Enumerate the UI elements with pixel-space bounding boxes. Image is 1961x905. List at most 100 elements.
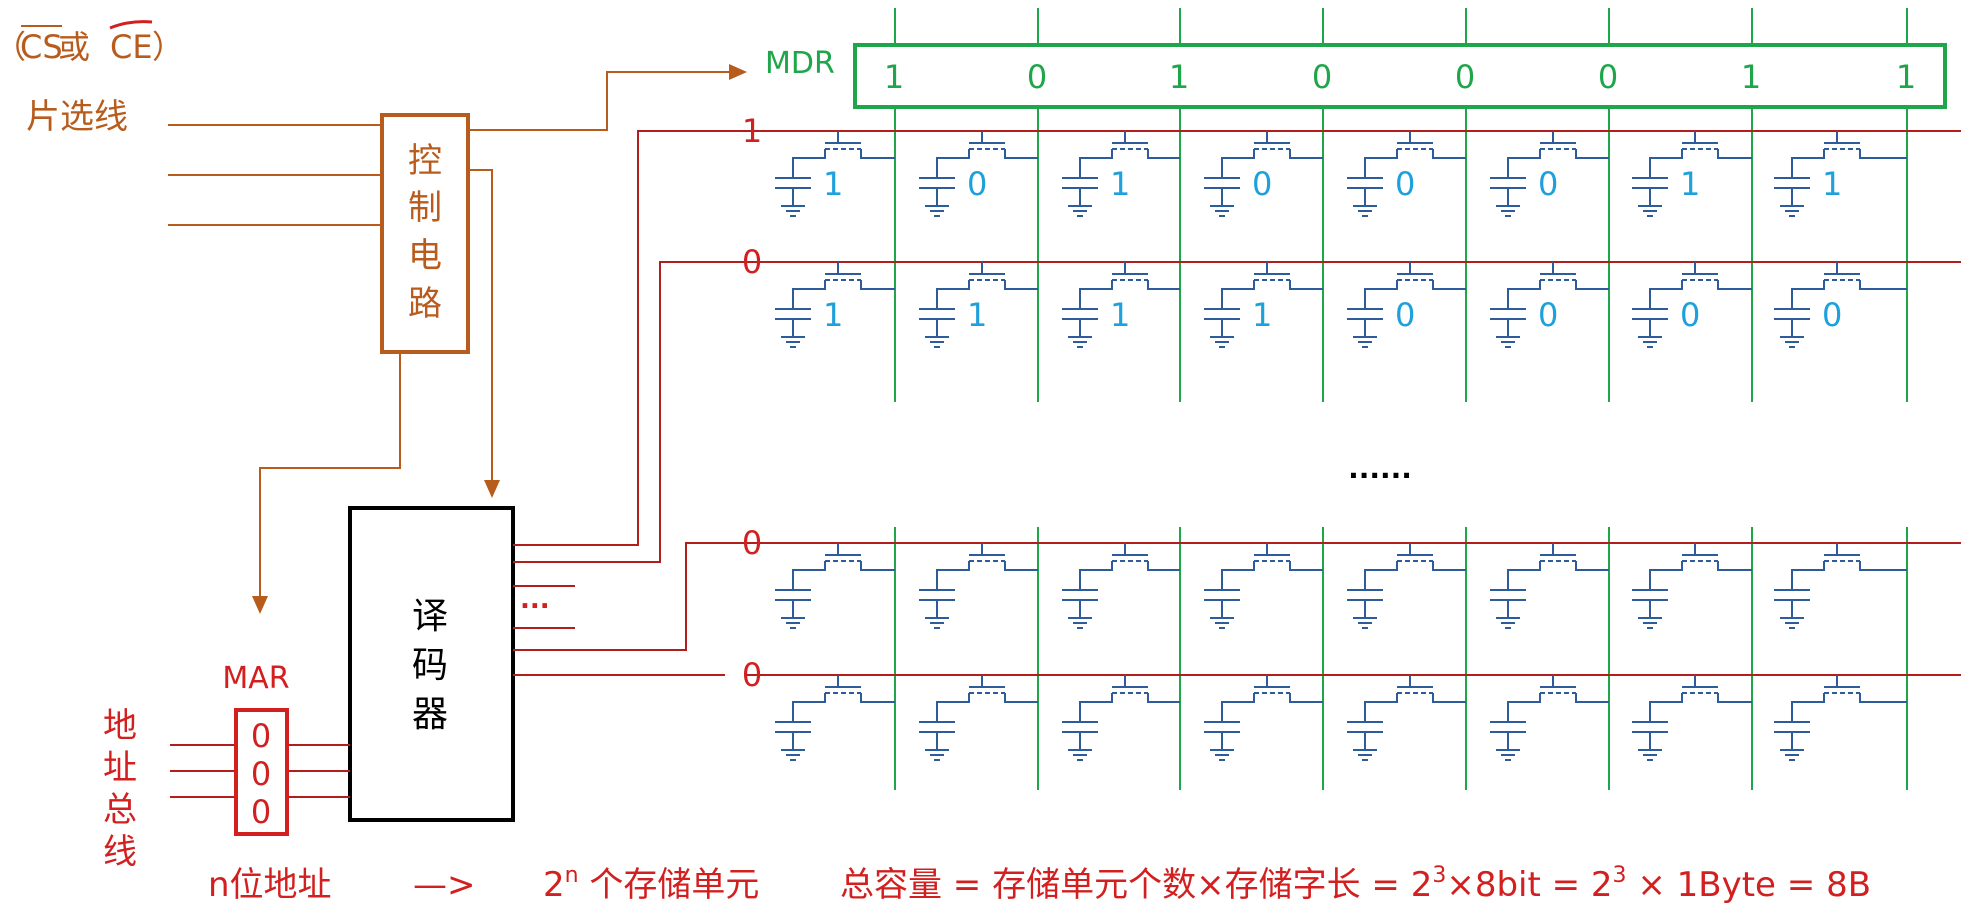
memory-cell: 1 (775, 262, 895, 348)
memory-cell: 1 (1062, 262, 1180, 348)
footer-formula: n位地址 —> 2n 个存储单元 总容量 = 存储单元个数×存储字长 = 23×… (208, 863, 1871, 905)
cell-value: 0 (1538, 165, 1558, 203)
memory-cell (1204, 543, 1323, 629)
notation-or: 或 (58, 28, 90, 66)
cell-value: 1 (967, 296, 987, 334)
footer-capacity-part-3: × 1Byte = 8B (1627, 865, 1872, 905)
control-to-mar-wire (252, 352, 401, 614)
footer-capacity-part-1: 总容量 = 存储单元个数×存储字长 = 2 (840, 865, 1432, 905)
ce-overline (109, 20, 153, 30)
memory-cell (775, 675, 895, 761)
footer-capacity-exp-1: 3 (1432, 863, 1446, 888)
chip-select-notation: （ CS 或 CE ） 片选线 (0, 20, 184, 137)
cell-value: 0 (1680, 296, 1700, 334)
mdr-bit-4: 0 (1312, 58, 1332, 96)
footer-n-bit-address: n位地址 (208, 865, 332, 905)
decoder-box (348, 506, 515, 822)
memory-cell (1632, 675, 1752, 761)
footer-cells-base: 2 (543, 865, 565, 905)
decoder-output-row-3 (513, 542, 745, 651)
cell-value: 1 (1252, 296, 1272, 334)
address-bus-label: 地 址 总 线 (103, 706, 137, 872)
memory-cell: 0 (1347, 131, 1466, 217)
ce-signal-label: CE (110, 28, 153, 66)
memory-cell: 1 (1062, 131, 1180, 217)
decoder-char-2: 码 (412, 645, 448, 686)
mar-bit-3: 0 (251, 793, 271, 831)
memory-cell (1347, 543, 1466, 629)
decoder-outputs-ellipsis: ... (520, 585, 550, 615)
address-bus-char-2: 址 (103, 748, 137, 788)
memory-cell (1062, 543, 1180, 629)
mar-label: MAR (222, 661, 289, 696)
memory-cell (1632, 543, 1752, 629)
word-line-select-4: 0 (742, 656, 762, 694)
memory-cell: 0 (1347, 262, 1466, 348)
mdr-bit-5: 0 (1455, 58, 1475, 96)
control-circuit-box (380, 113, 470, 354)
memory-cell: 0 (1774, 262, 1907, 348)
memory-cell: 1 (1632, 131, 1752, 217)
cell-value: 0 (1822, 296, 1842, 334)
memory-cell: 0 (1632, 262, 1752, 348)
cell-value: 1 (1110, 296, 1130, 334)
mar-bit-2: 0 (251, 755, 271, 793)
mar-bit-1: 0 (251, 717, 271, 755)
memory-cell (1774, 675, 1907, 761)
memory-cell (1204, 675, 1323, 761)
control-circuit-char-3: 电 (408, 236, 442, 276)
mar-register: MAR 0 0 0 (222, 661, 290, 836)
cell-value: 1 (1680, 165, 1700, 203)
notation-open-paren: （ (0, 28, 26, 66)
memory-cell (1774, 543, 1907, 629)
mdr-box (853, 43, 1947, 109)
memory-cell: 0 (1204, 131, 1323, 217)
cell-value: 0 (1252, 165, 1272, 203)
control-circuit: 控 制 电 路 (380, 113, 470, 354)
chip-select-line-label: 片选线 (26, 97, 128, 137)
mar-box (234, 708, 289, 836)
cell-value: 0 (1538, 296, 1558, 334)
address-bus-wires (170, 744, 350, 798)
footer-capacity-part-2: ×8bit = 2 (1446, 865, 1612, 905)
control-to-decoder-wire (468, 169, 500, 498)
cell-value: 1 (1110, 165, 1130, 203)
cs-signal-label: CS (20, 28, 63, 66)
control-input-lines (168, 124, 382, 226)
cell-value: 0 (1395, 165, 1415, 203)
memory-cell: 0 (1490, 262, 1609, 348)
cell-value: 0 (967, 165, 987, 203)
footer-capacity-exp-2: 3 (1613, 863, 1627, 888)
cell-value: 1 (1822, 165, 1842, 203)
mdr-bit-7: 1 (1741, 58, 1761, 96)
decoder-output-row-1 (513, 130, 745, 546)
word-line-select-1: 1 (742, 112, 762, 150)
mdr-bit-8: 1 (1896, 58, 1916, 96)
address-bus-char-3: 总 (103, 790, 137, 830)
mdr-bit-6: 0 (1598, 58, 1618, 96)
mdr-bit-2: 0 (1027, 58, 1047, 96)
decoder-output-wires (513, 130, 745, 676)
word-line-select-3: 0 (742, 524, 762, 562)
notation-close-paren: ） (152, 28, 184, 66)
memory-cell: 1 (775, 131, 895, 217)
decoder-output-row-2 (513, 261, 745, 563)
mdr-label: MDR (765, 46, 835, 81)
memory-cell (1490, 543, 1609, 629)
memory-cell (1062, 675, 1180, 761)
control-circuit-char-4: 路 (408, 284, 442, 324)
memory-cell: 1 (1774, 131, 1907, 217)
cell-value: 0 (1395, 296, 1415, 334)
mdr-bit-1: 1 (884, 58, 904, 96)
footer-total-capacity: 总容量 = 存储单元个数×存储字长 = 23×8bit = 23 × 1Byte… (840, 863, 1871, 905)
control-to-mdr-wire (468, 64, 747, 131)
control-circuit-char-2: 制 (408, 188, 442, 228)
memory-cell (1490, 675, 1609, 761)
decoder-char-3: 器 (412, 694, 448, 735)
control-circuit-char-1: 控 (408, 141, 442, 181)
footer-arrow: —> (413, 865, 476, 905)
